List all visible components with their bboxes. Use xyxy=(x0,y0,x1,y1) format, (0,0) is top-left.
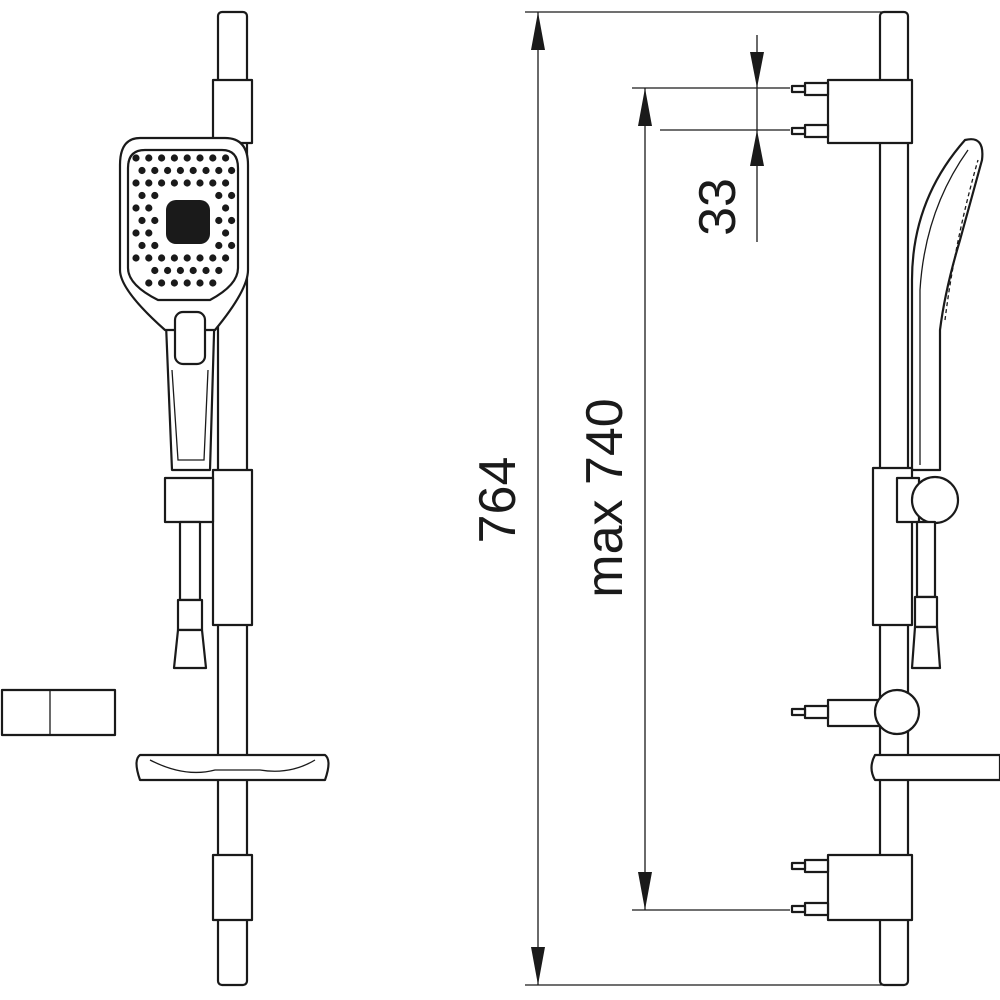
nozzle-dot xyxy=(170,179,178,187)
nozzle-dot xyxy=(209,279,217,287)
nozzle-dot xyxy=(132,204,140,212)
nozzle-dot xyxy=(183,279,191,287)
side-bottom-bracket xyxy=(790,853,914,922)
max-adjust-label: max 740 xyxy=(576,398,634,597)
nozzle-dot xyxy=(183,154,191,162)
nozzle-dot xyxy=(145,204,153,212)
nozzle-dot xyxy=(202,266,210,275)
nozzle-dot xyxy=(132,229,140,237)
nozzle-dot xyxy=(138,241,146,250)
nozzle-dot xyxy=(158,279,166,287)
nozzle-dot xyxy=(228,166,236,175)
nozzle-dot xyxy=(176,266,184,275)
nozzle-dot xyxy=(209,254,217,262)
nozzle-dot xyxy=(209,179,217,187)
side-soap-shelf xyxy=(870,753,1000,782)
bottom-bracket xyxy=(211,853,254,922)
front-view xyxy=(0,10,330,987)
nozzle-dot xyxy=(132,179,140,187)
side-view xyxy=(790,10,1000,987)
nozzle-dot xyxy=(138,216,146,225)
nozzle-dot xyxy=(209,154,217,162)
center-nozzle xyxy=(166,200,210,244)
nozzle-dot xyxy=(202,166,210,175)
nozzle-dot xyxy=(189,266,197,275)
nozzle-dot xyxy=(215,216,223,225)
nozzle-dot xyxy=(132,154,140,162)
nozzle-dot xyxy=(145,154,153,162)
nozzle-dot xyxy=(196,279,204,287)
nozzle-dot xyxy=(170,254,178,262)
nozzle-dot xyxy=(151,216,159,225)
nozzle-dot xyxy=(170,154,178,162)
side-slider xyxy=(871,466,960,670)
nozzle-dot xyxy=(189,166,197,175)
tilt-knob xyxy=(910,475,960,525)
nozzle-dot xyxy=(145,229,153,237)
nozzle-dot xyxy=(151,166,159,175)
bracket-offset-label: 33 xyxy=(689,178,747,236)
nozzle-dot xyxy=(196,154,204,162)
nozzle-dot xyxy=(222,204,230,212)
nozzle-dot xyxy=(138,191,146,200)
slider-body xyxy=(211,468,254,627)
loose-bracket xyxy=(0,688,117,737)
nozzle-dot xyxy=(196,179,204,187)
nozzle-dot xyxy=(145,254,153,262)
slider-holder xyxy=(163,476,215,524)
nozzle-dot xyxy=(222,254,230,262)
nozzle-dot xyxy=(164,266,172,275)
total-height-label: 764 xyxy=(469,457,527,544)
nozzle-dot xyxy=(176,166,184,175)
nozzle-dot xyxy=(228,216,236,225)
nozzle-dot xyxy=(228,241,236,250)
nozzle-dot xyxy=(222,229,230,237)
nozzle-dot xyxy=(222,154,230,162)
nozzle-dot xyxy=(170,279,178,287)
nozzle-dot xyxy=(215,166,223,175)
nozzle-dot xyxy=(183,254,191,262)
nozzle-dot xyxy=(151,241,159,250)
nozzle-dot xyxy=(145,179,153,187)
soap-shelf xyxy=(135,753,330,782)
nozzle-dot xyxy=(145,279,153,287)
side-hand-shower xyxy=(910,138,984,472)
top-bracket xyxy=(211,78,254,145)
nozzle-dot xyxy=(158,179,166,187)
nozzle-dot xyxy=(183,179,191,187)
nozzle-dot xyxy=(158,154,166,162)
nozzle-dot xyxy=(132,254,140,262)
nozzle-dot xyxy=(215,191,223,200)
nozzle-dot xyxy=(215,241,223,250)
nozzle-dot xyxy=(151,266,159,275)
nozzle-dot xyxy=(138,166,146,175)
side-top-bracket xyxy=(790,78,914,145)
nozzle-dot xyxy=(228,191,236,200)
hand-shower xyxy=(118,136,250,472)
hose xyxy=(172,520,208,670)
side-hose-connector xyxy=(790,688,921,736)
mode-button xyxy=(173,310,207,366)
nozzle-dot xyxy=(222,179,230,187)
spray-nozzles xyxy=(132,154,236,287)
dimensions: 764 max 740 33 xyxy=(469,11,900,986)
nozzle-dot xyxy=(158,254,166,262)
nozzle-dot xyxy=(215,266,223,275)
nozzle-dot xyxy=(164,166,172,175)
nozzle-dot xyxy=(151,191,159,200)
nozzle-dot xyxy=(196,254,204,262)
